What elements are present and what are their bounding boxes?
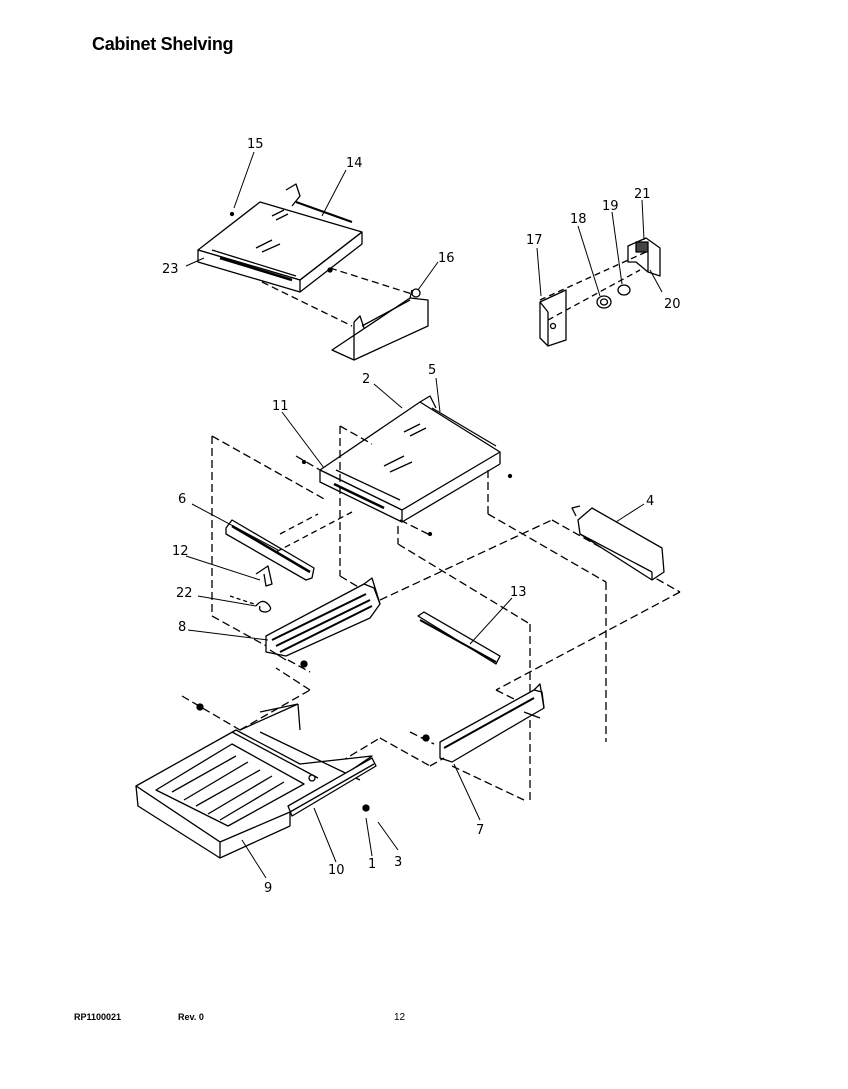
lower-leader-lines (181, 659, 525, 801)
middle-glass-shelf (319, 395, 501, 523)
callout-22: 22 (176, 586, 193, 601)
right-slide-rail (439, 683, 545, 763)
callout-14: 14 (346, 156, 363, 171)
center-rail (417, 611, 501, 665)
callout-15: 15 (247, 137, 264, 152)
callout-11: 11 (272, 399, 289, 414)
callout-3: 3 (394, 855, 402, 870)
callout-9: 9 (264, 881, 272, 896)
callout-18: 18 (570, 212, 587, 227)
revision-label: Rev. 0 (178, 1012, 204, 1022)
left-shelf-support (225, 519, 315, 581)
callout-19: 19 (602, 199, 619, 214)
callout-17: 17 (526, 233, 543, 248)
callout-10: 10 (328, 863, 345, 878)
upper-glass-shelf (197, 183, 363, 293)
callout-2: 2 (362, 372, 370, 387)
upper-shelf-leader-lines (261, 267, 413, 327)
cabinet-outline-lines (211, 425, 681, 800)
middle-leader-lines (275, 511, 353, 553)
fasteners (196, 211, 513, 812)
callout-labels: 15 14 23 16 17 18 19 21 20 2 5 11 6 4 12… (162, 137, 681, 896)
callout-4: 4 (646, 494, 654, 509)
crisper-drawer (135, 703, 373, 859)
callout-20: 20 (664, 297, 681, 312)
clip-and-spring (229, 565, 273, 613)
upper-shelf-bracket (331, 288, 429, 361)
callout-7: 7 (476, 823, 484, 838)
callout-16: 16 (438, 251, 455, 266)
callout-12: 12 (172, 544, 189, 559)
rear-rail (571, 505, 665, 581)
callout-1: 1 (368, 857, 376, 872)
document-code: RP1100021 (74, 1012, 122, 1022)
left-slide-rail (265, 577, 381, 661)
callout-5: 5 (428, 363, 436, 378)
callout-6: 6 (178, 492, 186, 507)
small-parts-leader-lines (539, 251, 647, 321)
page-number: 12 (394, 1012, 406, 1023)
callout-23: 23 (162, 262, 179, 277)
callout-8: 8 (178, 620, 186, 635)
drawer-slide (287, 757, 377, 817)
callout-13: 13 (510, 585, 527, 600)
callout-21: 21 (634, 187, 651, 202)
callout-leaders (185, 151, 663, 879)
page-title: Cabinet Shelving (92, 34, 234, 54)
